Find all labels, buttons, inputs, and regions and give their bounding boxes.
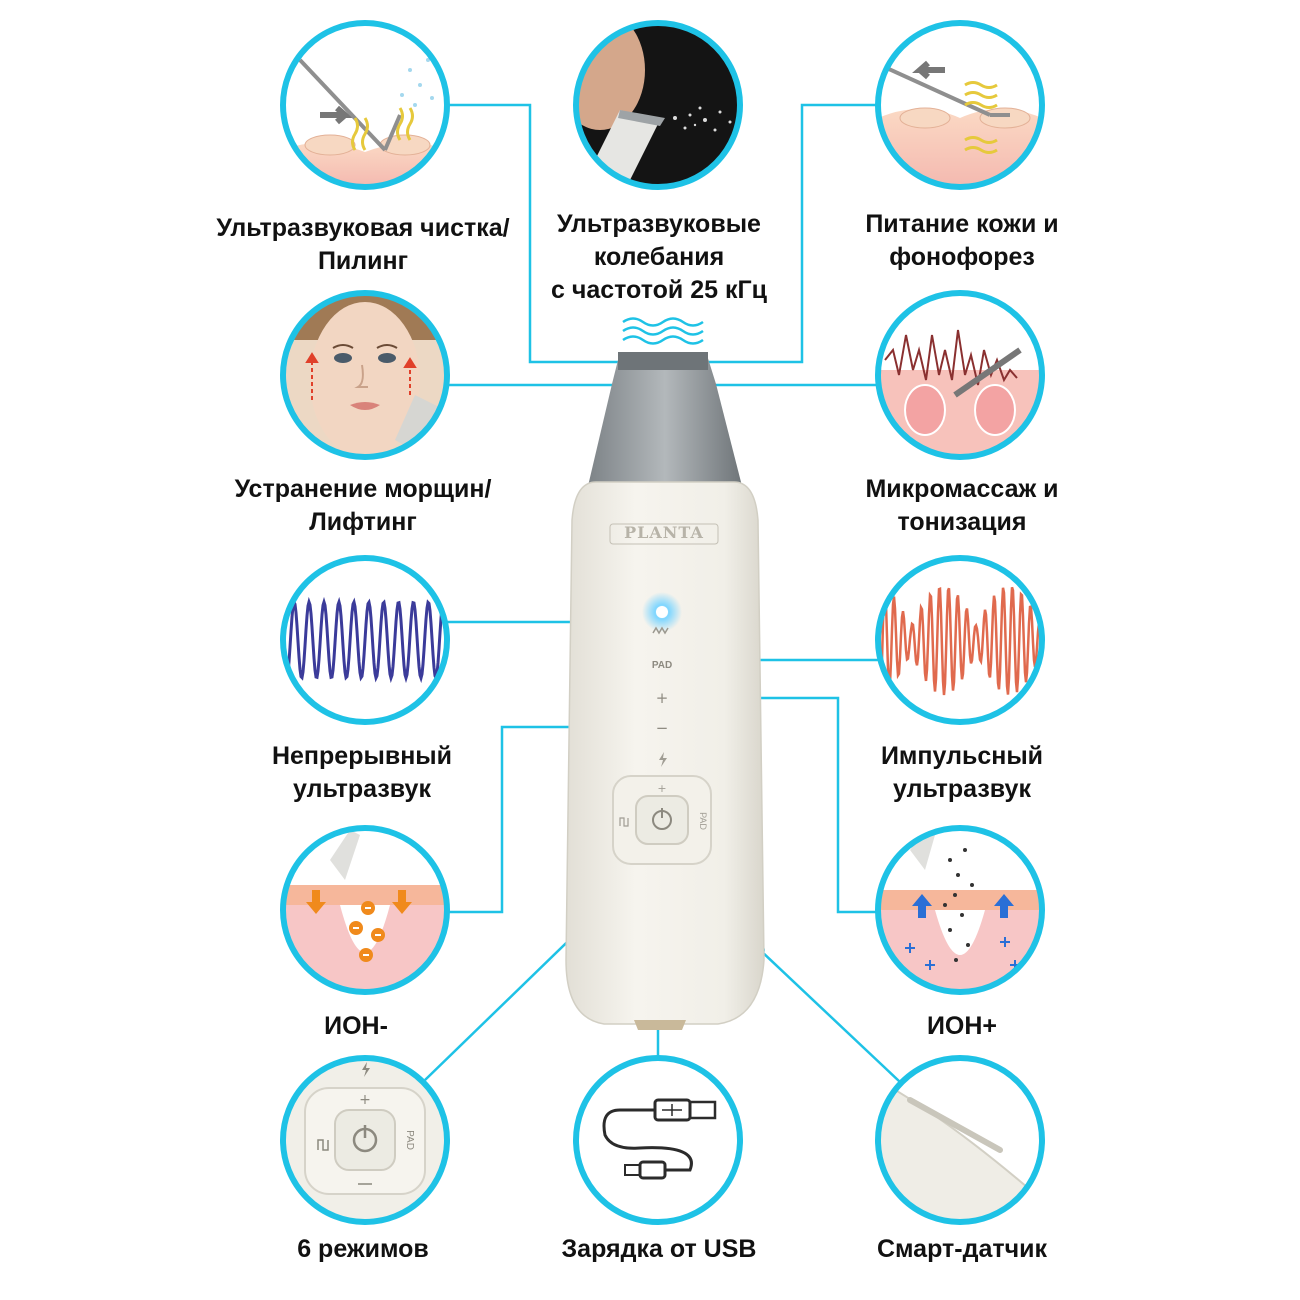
label-lifting: Устранение морщин/ Лифтинг [234,475,492,536]
face-lifting-icon [280,290,450,460]
smart-sensor-icon [875,1055,1045,1225]
pad-continuous-icon [619,817,629,827]
minus-indicator: − [656,719,669,737]
label-ultrasonic-vibration: Ультразвуковые колебания с частотой 25 к… [550,210,768,304]
pad-plus-symbol: + [657,782,666,795]
label-ion-minus: ИОН- [324,1012,388,1040]
continuous-mode-mini-icon [652,626,669,635]
svg-text:+: + [359,1092,371,1108]
ion-plus-icon [875,825,1045,995]
vibration-waves-icon [622,317,704,345]
pad-mode-label: PAD [698,812,708,830]
mist-spray-icon [573,20,743,190]
label-ion-plus: ИОН+ [926,1012,998,1040]
usb-cable-icon [573,1055,743,1225]
ultrasonic-scrubber-device: PLANTA PAD + − + PAD [565,352,765,1030]
charging-port [634,1020,686,1030]
skin-micromassage-icon [875,290,1045,460]
connector-smart-sensor [759,949,901,1083]
blade-tip [618,352,708,370]
phonophoresis-icon [875,20,1045,190]
connector-nutrition [690,103,878,364]
label-smart-sensor: Смарт-датчик [876,1235,1048,1263]
label-ultrasonic-cleaning: Ультразвуковая чистка/ Пилинг [216,214,510,275]
label-pulse-ultrasound: Импульсный ультразвук [880,742,1044,803]
brand-logo: PLANTA [624,523,704,542]
connector-cleaning [447,103,628,364]
label-skin-nutrition: Питание кожи и фонофорез [865,210,1059,271]
device-body [565,481,765,1025]
pulse-wave-icon [875,555,1045,725]
label-six-modes: 6 режимов [297,1235,429,1263]
pad-indicator-label: PAD [652,660,672,671]
metal-blade [588,352,742,486]
control-panel-icon: + PAD [280,1055,450,1225]
scraper-cleaning-icon [280,20,450,190]
label-continuous-ultrasound: Непрерывный ультразвук [271,742,453,803]
label-usb-charging: Зарядка от USB [561,1235,757,1263]
power-button[interactable] [635,795,689,845]
plus-indicator: + [656,689,669,707]
lightning-icon [659,752,667,767]
label-micromassage: Микромассаж и тонизация [865,475,1059,536]
continuous-wave-icon [280,555,450,725]
svg-text:PAD: PAD [404,1130,415,1150]
ion-minus-icon [280,825,450,995]
